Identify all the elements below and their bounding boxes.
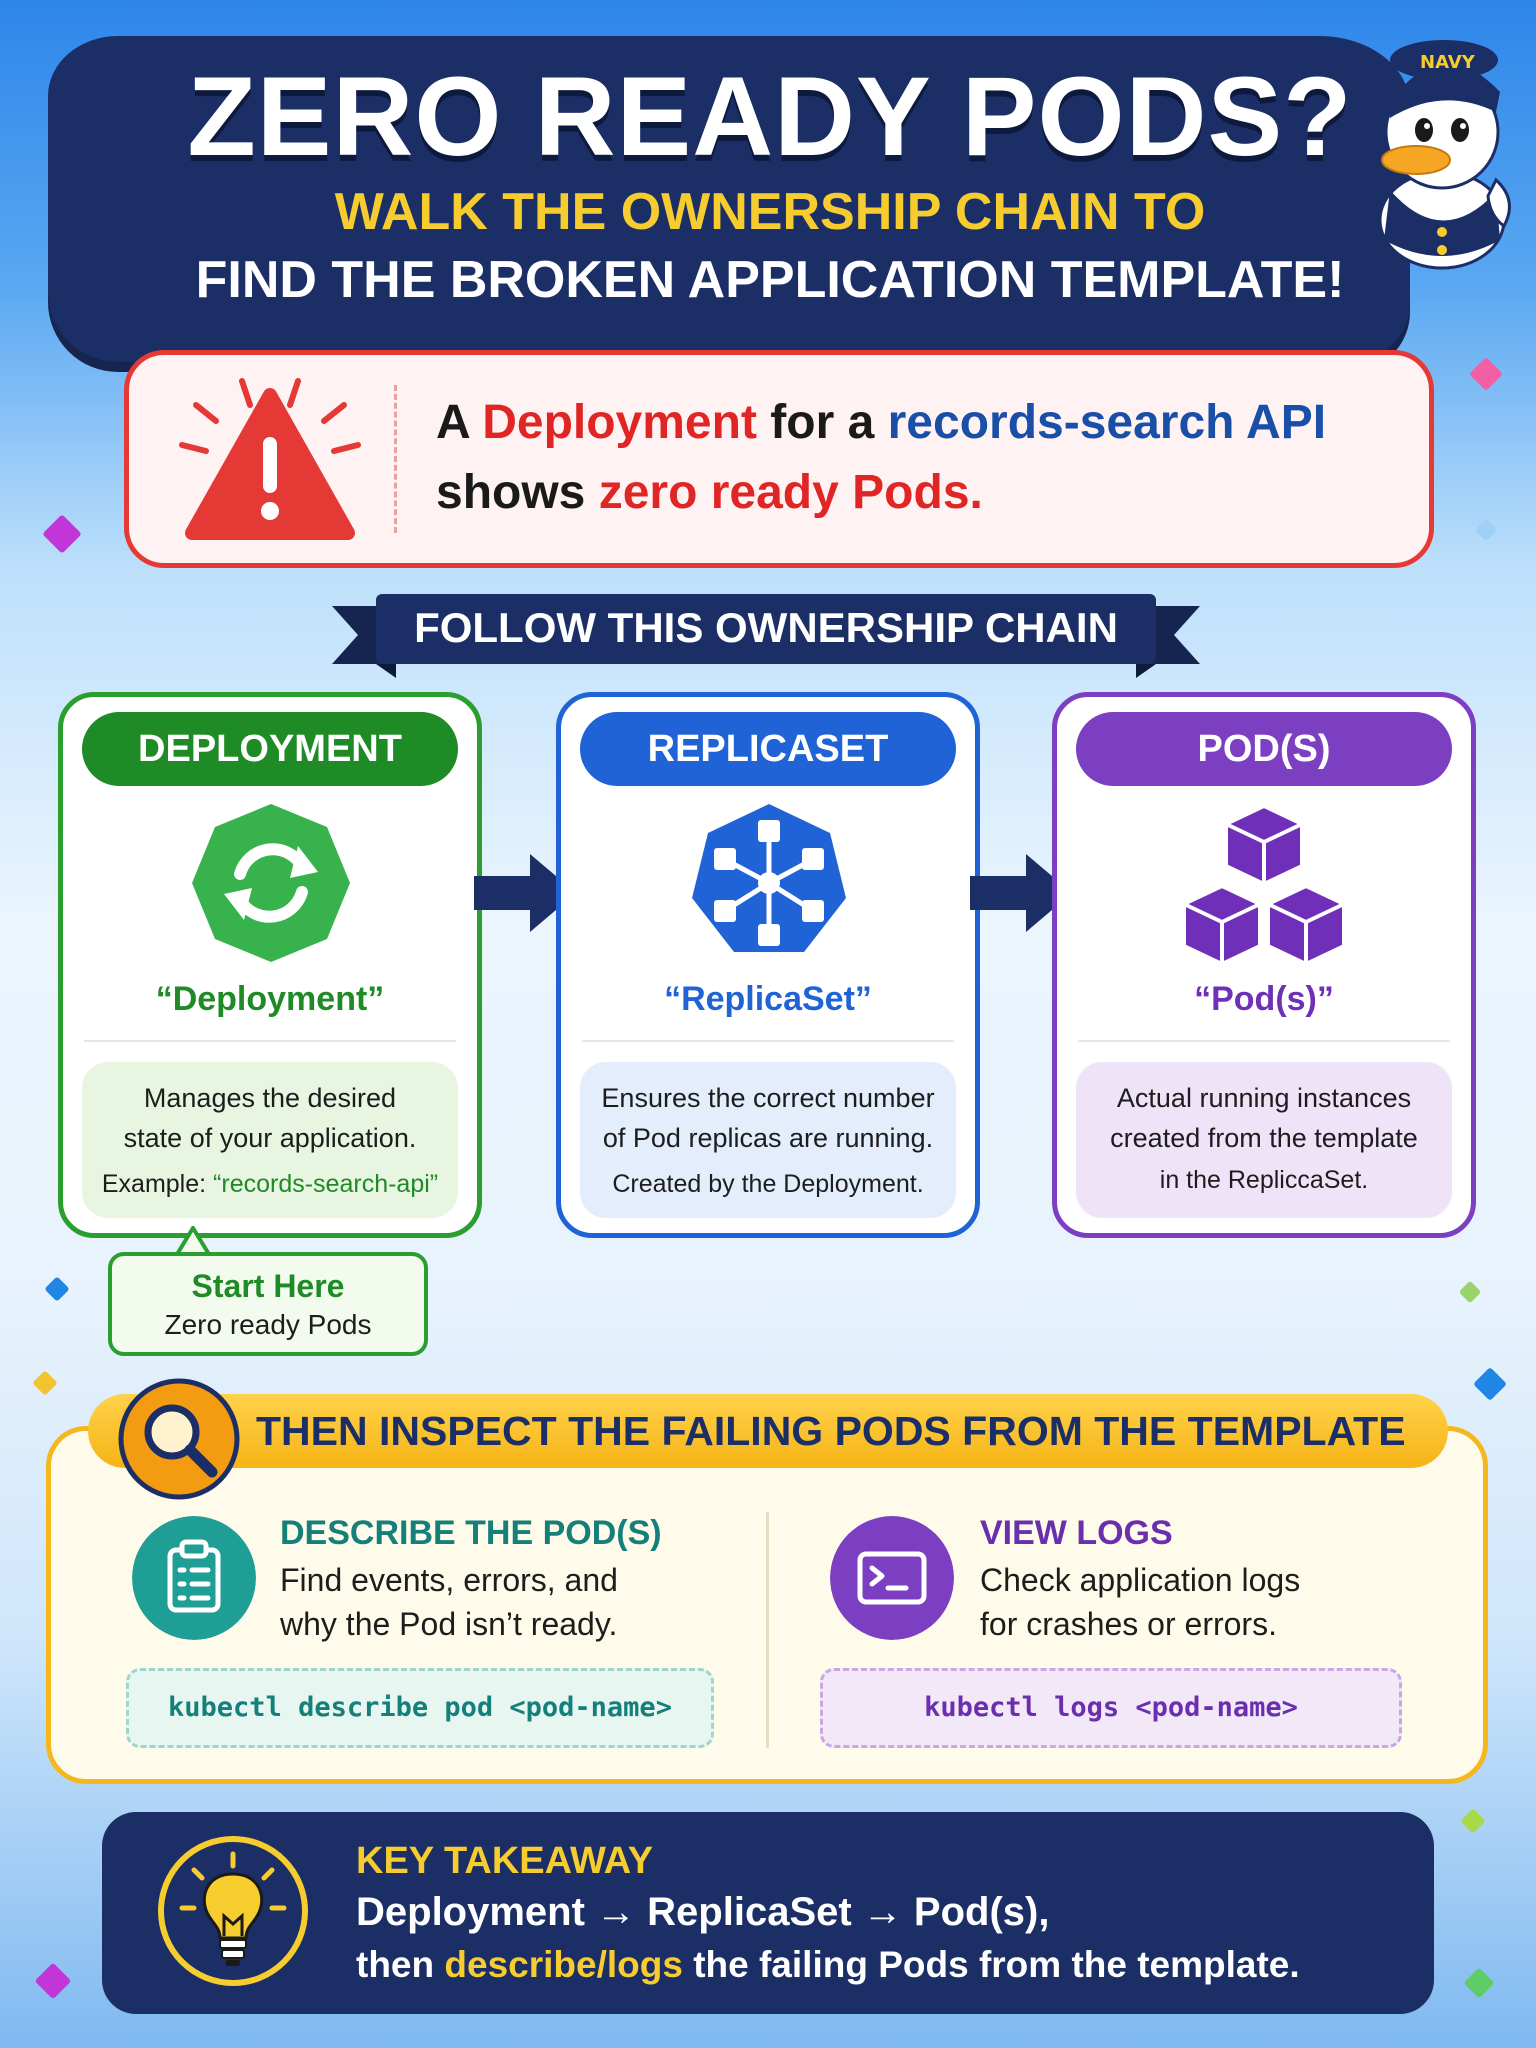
alert-divider xyxy=(394,385,397,533)
deployment-card-description: Manages the desired state of your applic… xyxy=(82,1062,458,1218)
sparkle-decoration xyxy=(1474,518,1498,542)
page-title: ZERO READY PODS? xyxy=(187,54,1353,179)
page-subtitle-line2: FIND THE BROKEN APPLICATION TEMPLATE! xyxy=(195,251,1345,309)
start-here-callout: Start Here Zero ready Pods xyxy=(108,1252,428,1356)
inspect-divider xyxy=(766,1512,769,1748)
ownership-chain-banner xyxy=(332,594,1200,678)
replicaset-card-header: REPLICASET xyxy=(580,712,956,786)
describe-pod-command[interactable]: kubectl describe pod <pod-name> xyxy=(126,1668,714,1748)
header-panel xyxy=(48,36,1410,362)
chain-arrow-right-icon xyxy=(474,854,576,932)
pods-card-description: Actual running instances created from th… xyxy=(1076,1062,1452,1218)
alert-message-line1: A Deployment for a records-search API xyxy=(436,396,1327,449)
deployment-card-header: DEPLOYMENT xyxy=(82,712,458,786)
key-takeaway-line2: then describe/logs the failing Pods from… xyxy=(356,1944,1300,1985)
key-takeaway-title: KEY TAKEAWAY xyxy=(356,1840,654,1882)
pods-cubes-icon xyxy=(1182,804,1346,966)
sparkle-decoration xyxy=(1473,1367,1507,1401)
deployment-cycle-icon xyxy=(192,804,350,962)
sparkle-decoration xyxy=(1469,357,1503,391)
chain-arrow-right-icon xyxy=(970,854,1072,932)
replicaset-card-description: Ensures the correct number of Pod replic… xyxy=(580,1062,956,1218)
callout-subtitle: Zero ready Pods xyxy=(164,1309,372,1340)
view-logs-command[interactable]: kubectl logs <pod-name> xyxy=(820,1668,1402,1748)
sparkle-decoration xyxy=(1463,1967,1495,1999)
pods-card-name: “Pod(s)” xyxy=(1194,980,1334,1018)
view-logs-line1: Check application logs xyxy=(980,1562,1301,1598)
sparkle-decoration xyxy=(34,1962,72,2000)
inspect-panel-header xyxy=(88,1394,1448,1468)
describe-pods-line1: Find events, errors, and xyxy=(280,1562,618,1598)
callout-title: Start Here xyxy=(191,1268,345,1304)
deployment-example-value: “records-search-api” xyxy=(213,1170,439,1198)
warning-triangle-icon xyxy=(179,378,361,540)
deployment-card-name: “Deployment” xyxy=(155,980,385,1018)
card-separator xyxy=(84,1040,456,1042)
view-logs-title: VIEW LOGS xyxy=(980,1514,1173,1552)
sparkle-decoration xyxy=(32,1370,58,1396)
sparkle-decoration xyxy=(1458,1280,1482,1304)
key-takeaway-panel xyxy=(102,1812,1434,2014)
describe-pods-line2: why the Pod isn’t ready. xyxy=(280,1606,618,1642)
terminal-icon xyxy=(830,1516,954,1640)
alert-message-line2: shows zero ready Pods. xyxy=(436,466,983,519)
card-separator xyxy=(582,1040,954,1042)
card-separator xyxy=(1078,1040,1450,1042)
mascot-cap-text: NAVY xyxy=(1420,52,1476,73)
sparkle-decoration xyxy=(44,1276,70,1302)
replicaset-network-icon xyxy=(692,804,846,952)
key-takeaway-highlight: describe/logs xyxy=(444,1944,683,1985)
alert-highlight-api: records-search API xyxy=(887,396,1327,449)
key-takeaway-line1: Deployment → ReplicaSet → Pod(s), xyxy=(356,1890,1050,1934)
page-subtitle-line1: WALK THE OWNERSHIP CHAIN TO xyxy=(334,183,1206,241)
sparkle-decoration xyxy=(1460,1808,1486,1834)
sparkle-decoration xyxy=(42,514,82,554)
banner-label: FOLLOW THIS OWNERSHIP CHAIN xyxy=(414,604,1118,651)
magnifier-icon xyxy=(118,1378,240,1500)
pods-card-header: POD(S) xyxy=(1076,712,1452,786)
view-logs-line2: for crashes or errors. xyxy=(980,1606,1277,1642)
duck-mascot-icon: NAVY xyxy=(1378,40,1511,270)
alert-highlight-zero-ready: zero ready Pods. xyxy=(598,466,983,519)
clipboard-icon xyxy=(132,1516,256,1640)
alert-highlight-deployment: Deployment xyxy=(482,396,757,449)
describe-pods-title: DESCRIBE THE POD(S) xyxy=(280,1514,662,1552)
inspect-panel-title: THEN INSPECT THE FAILING PODS FROM THE T… xyxy=(256,1408,1406,1454)
lightbulb-icon xyxy=(158,1836,308,1986)
replicaset-card-name: “ReplicaSet” xyxy=(664,980,872,1018)
